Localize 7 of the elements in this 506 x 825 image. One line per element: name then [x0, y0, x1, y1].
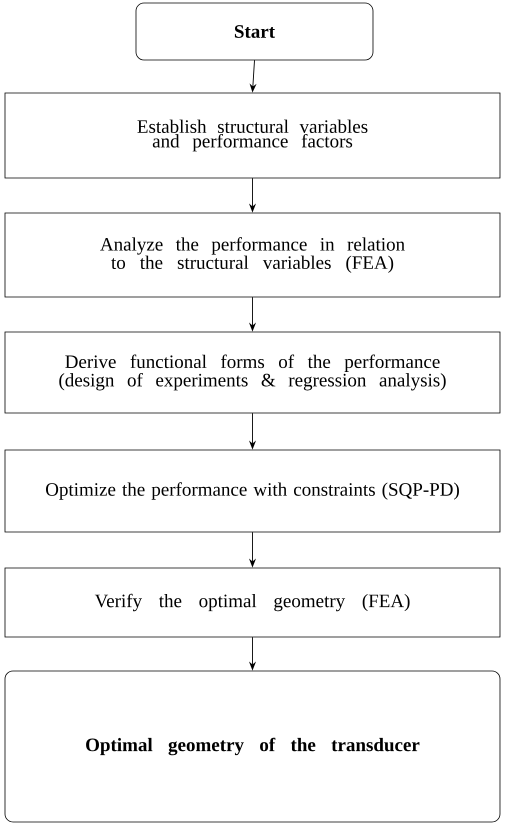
process-box: Verify the optimal geometry (FEA) — [4, 568, 500, 638]
process-box: Optimize the performance with constraints (SQP-PD) — [4, 450, 500, 532]
end-box: Optimal geometry of the transducer — [4, 670, 500, 822]
process-box: Derive functional forms of the performance (design of experiments & regression analysis) — [4, 332, 500, 414]
start-box: Start — [136, 2, 374, 60]
process-box: Analyze the performance in relation to the structural variables (FEA) — [4, 212, 500, 298]
process-box: Establish structural variables and performance factors — [4, 92, 500, 178]
